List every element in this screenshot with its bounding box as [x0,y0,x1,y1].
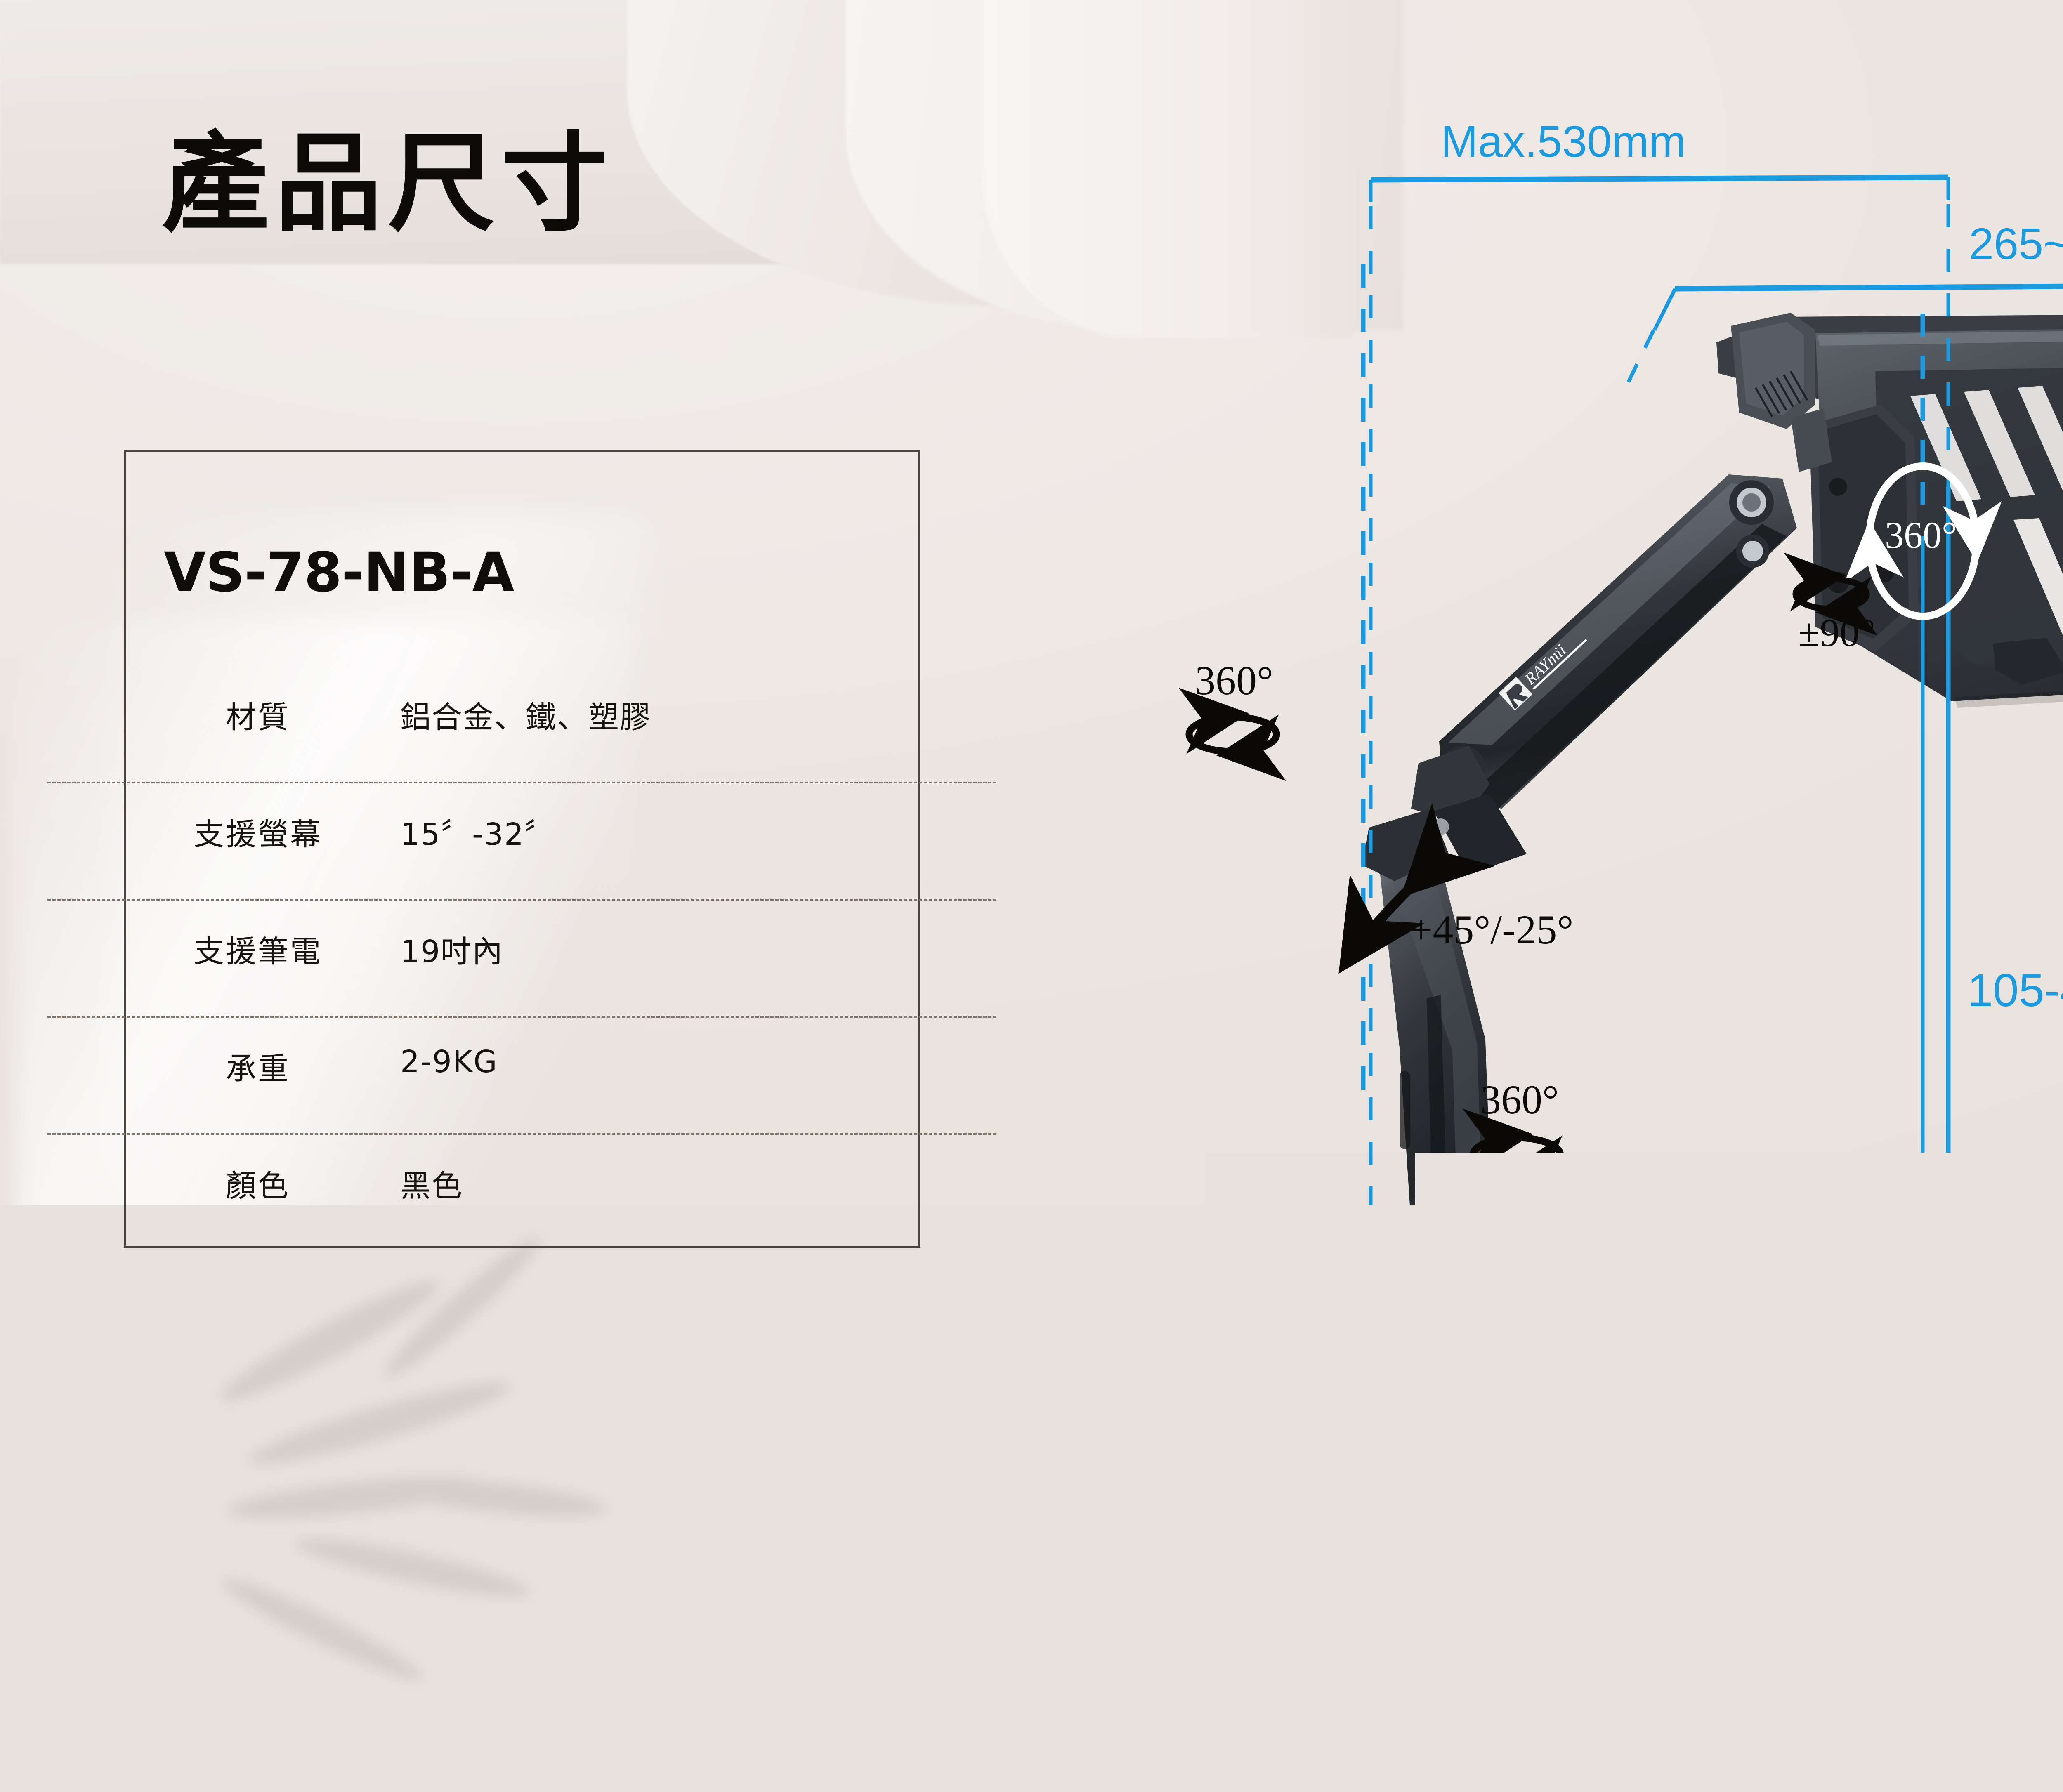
spec-value-load-capacity: 2-9KG [400,1044,498,1080]
dimension-label-tray-width: 265~490mm [1969,218,2063,269]
background-soffit-3 [982,0,1353,338]
page-title: 產品尺寸 [162,130,614,238]
corner-vignette [0,1238,206,1792]
table-row: 支援螢幕 15〞-32〞 [126,783,918,901]
spec-label-material: 材質 [126,693,390,737]
rotation-label-rotate-vesa: ±90° [1798,610,1875,655]
table-row: 顏色 黑色 [126,1135,918,1252]
spec-table: 材質 鋁合金、鐵、塑膠 支援螢幕 15〞-32〞 支援筆電 19吋內 承重 2-… [126,666,918,1252]
dimension-label-clamp-range-left: 0-70mm [1678,1421,1835,1470]
rotation-label-swivel-arm: 360° [1195,657,1273,704]
spec-label-laptop-support: 支援筆電 [126,927,390,971]
table-row: 材質 鋁合金、鐵、塑膠 [126,666,918,783]
spec-label-load-capacity: 承重 [126,1044,390,1088]
table-row: 支援筆電 19吋內 [126,901,918,1018]
spec-panel: VS-78-NB-A 材質 鋁合金、鐵、塑膠 支援螢幕 15〞-32〞 支援筆電… [124,450,920,1248]
spec-label-screen-support: 支援螢幕 [126,810,390,854]
dimension-label-height-range: 105-400mm [1967,964,2063,1017]
product-model-number: VS-78-NB-A [164,541,514,604]
spec-value-laptop-support: 19吋內 [400,927,503,971]
dimension-label-base-width: 97mm [1329,1418,1449,1467]
spec-value-material: 鋁合金、鐵、塑膠 [400,693,651,737]
spec-value-color: 黑色 [400,1161,463,1205]
spec-value-screen-support: 15〞-32〞 [400,810,556,854]
dimension-label-max-reach: Max.530mm [1441,116,1686,167]
spec-label-color: 顏色 [126,1161,390,1205]
dimension-label-base-depth: 83mm [1230,1296,1349,1345]
rotation-label-swivel-base: 360° [1480,1076,1559,1123]
rotation-label-tilt-arm: +45°/-25° [1409,906,1573,953]
rotation-label-swivel-tray: 360° [1885,513,1957,557]
table-row: 承重 2-9KG [126,1018,918,1135]
